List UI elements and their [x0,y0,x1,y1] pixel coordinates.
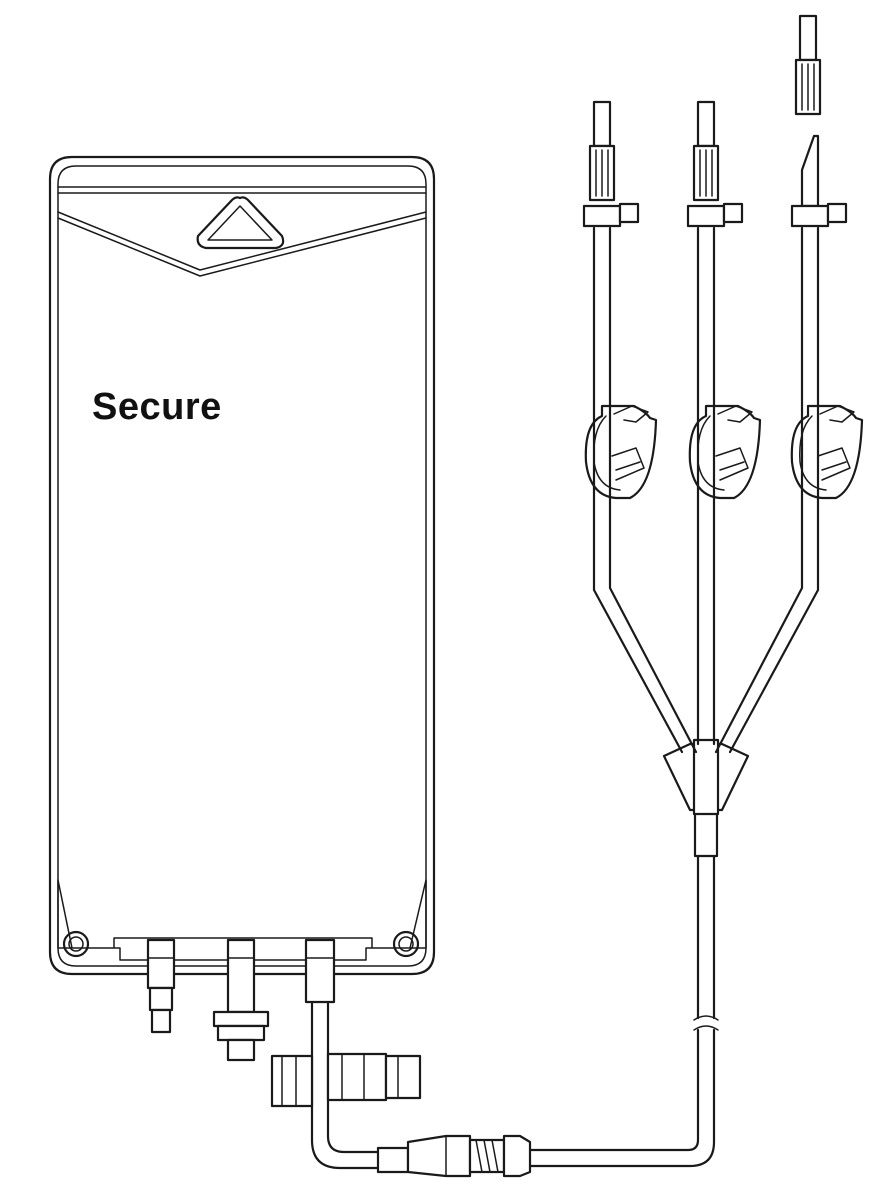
bag-port-left [146,938,176,1034]
tube-connector [376,1134,532,1178]
hanger-triangle-icon [196,196,285,250]
left-spike-connector [582,100,640,228]
right-spike-with-cap [790,14,848,228]
return-tubing [528,1015,719,1168]
injection-port-clamp [270,1052,422,1108]
y-junction [662,738,750,816]
right-roller-clamp [790,404,864,500]
iv-bag [48,155,436,976]
bottom-right-eyelet-icon [392,930,420,958]
middle-spike-connector [686,100,744,228]
main-trunk-tube [693,810,719,1020]
middle-roller-clamp [688,404,762,500]
bag-header-curve [57,211,427,271]
left-branch-tube [592,226,698,754]
outlet-tubing [310,1000,382,1170]
bottom-left-eyelet-icon [62,930,90,958]
bag-port-middle [212,938,270,1062]
right-branch-tube [714,226,820,754]
bag-bottom-seal [57,879,427,961]
bag-outer-edge [48,155,436,976]
bag-label: Secure [92,386,222,428]
bag-inner-edge [57,165,427,967]
bag-port-right [304,938,336,1004]
left-roller-clamp [584,404,658,500]
